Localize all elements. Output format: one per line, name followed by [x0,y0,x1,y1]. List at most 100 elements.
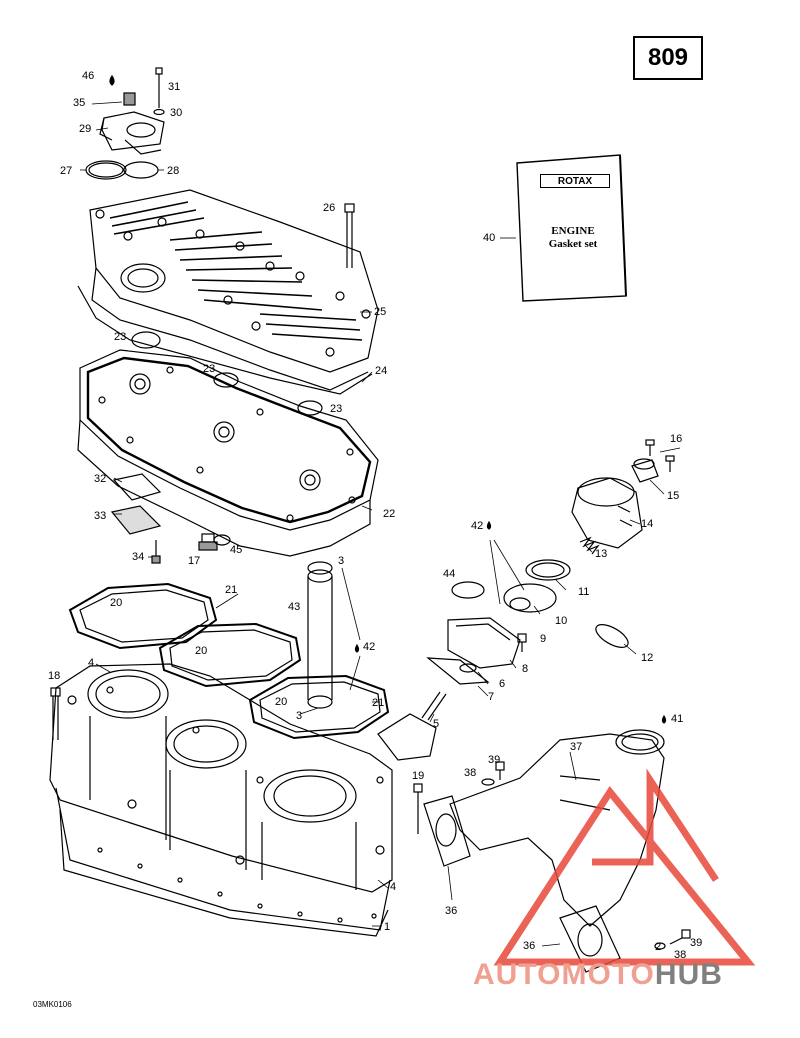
washer-38a [481,778,495,786]
callout-27: 27 [60,165,73,177]
drop-42a [486,520,492,530]
washer-2 [654,942,666,950]
callout-36a: 36 [445,905,458,917]
cylinder-gasket-21a [68,582,218,650]
nut-35 [123,92,136,106]
o-ring-23b [213,372,239,388]
cap-15 [631,458,659,483]
callout-24: 24 [375,365,388,377]
callout-26: 26 [323,202,336,214]
callout-35: 35 [73,97,86,109]
callout-30: 30 [170,107,183,119]
callout-1: 1 [384,921,391,933]
callout-14: 14 [641,518,654,530]
booklet-line1: ENGINE [551,225,595,237]
page-number: 809 [633,36,703,80]
callout-32: 32 [94,473,107,485]
brand-part1: AUTOMOTO [473,958,655,991]
callout-33: 33 [94,510,107,522]
bolt-34 [151,540,161,564]
callout-10: 10 [555,615,568,627]
callout-21a: 21 [225,584,238,596]
callout-31: 31 [168,81,181,93]
valve-10 [503,583,557,613]
screw-9 [517,633,527,652]
callout-22: 22 [383,508,396,520]
callout-6: 6 [499,678,506,690]
callout-16: 16 [670,433,683,445]
spacer-6 [459,663,477,673]
o-ring-28 [123,161,159,179]
gasket-32 [112,473,162,501]
callout-23c: 23 [330,403,343,415]
callout-13: 13 [595,548,608,560]
callout-19: 19 [412,770,425,782]
brand-part2: HUB [654,958,723,991]
o-ring-12 [595,624,629,648]
gasket-7 [426,657,490,685]
callout-34: 34 [132,551,145,563]
automotohub-logo [493,768,756,966]
cylinder-gasket-21b [158,622,302,688]
head-gasket-24 [77,285,373,395]
gasket-45 [213,534,231,546]
bolt-26 [344,203,355,268]
callout-9: 9 [540,633,547,645]
callout-38b: 38 [674,949,687,961]
spring-13 [579,536,600,555]
callout-8: 8 [522,663,529,675]
callout-29: 29 [79,123,92,135]
base-gasket-1 [59,809,389,937]
callout-36b: 36 [523,940,536,952]
callout-42b: 42 [363,641,376,653]
drop-46 [109,74,115,86]
o-ring-23a [131,331,161,349]
diaphragm-11 [525,559,571,581]
bolt-39a [495,761,505,780]
callout-5: 5 [433,718,440,730]
callout-11: 11 [578,586,590,598]
booklet-title: ENGINE Gasket set [530,225,616,251]
bolt-18 [50,687,61,740]
callout-46: 46 [82,70,95,82]
callout-39a: 39 [488,754,501,766]
callout-37: 37 [570,741,583,753]
callout-23a: 23 [114,331,127,343]
callout-17: 17 [188,555,201,567]
drop-42b [354,643,360,653]
cylinder-head-cover-22 [77,349,379,557]
washer-30 [153,108,165,116]
bolt-39b [669,929,691,945]
callout-45: 45 [230,544,243,556]
drop-41 [661,714,667,724]
callout-20a: 20 [110,597,123,609]
callout-12: 12 [641,652,654,664]
bolt-19 [413,783,423,834]
callout-40: 40 [483,232,496,244]
booklet-line2: Gasket set [548,238,598,250]
cylinder-block-4 [49,663,393,931]
callout-43: 43 [288,601,301,613]
exhaust-gasket-36b [559,905,621,973]
callout-38a: 38 [464,767,477,779]
leader-lines [80,101,681,947]
thermostat-housing-29 [99,111,165,155]
callout-3b: 3 [296,710,303,722]
guillotine-valve-5 [377,691,447,761]
callout-39b: 39 [690,937,703,949]
callout-4b: 4 [390,881,397,893]
exhaust-manifold-37 [449,729,665,927]
callout-20c: 20 [275,696,288,708]
exhaust-gasket-36a [423,795,471,867]
valve-housing-8 [447,617,521,669]
bolt-31 [155,67,163,108]
reference-code: 03MK0106 [33,1000,72,1009]
callout-21b: 21 [372,697,385,709]
o-ring-27 [85,160,127,180]
callout-23b: 23 [203,363,216,375]
cover-33 [110,505,162,535]
callout-15: 15 [667,490,680,502]
callout-28: 28 [167,165,180,177]
rotax-logo: ROTAX [540,174,610,188]
